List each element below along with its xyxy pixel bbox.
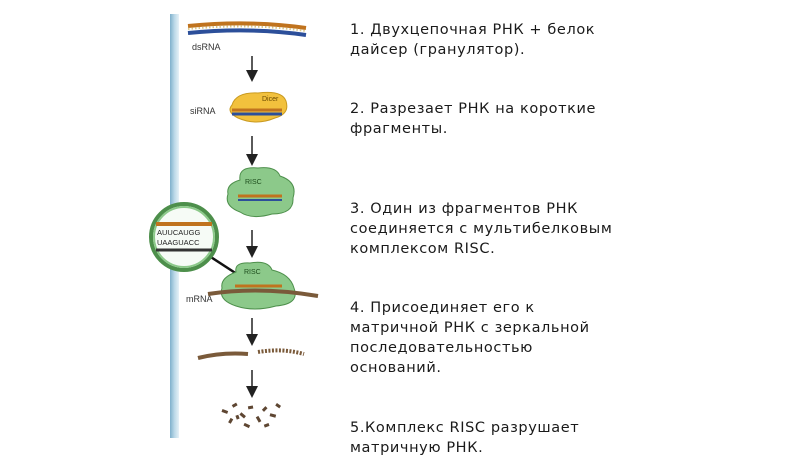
step-3-text: 3. Один из фрагментов РНК соединяется с … bbox=[350, 201, 613, 257]
cleaved-mrna bbox=[197, 348, 305, 360]
step-1-text: 1. Двухцепочная РНК + белок дайсер (гран… bbox=[350, 22, 596, 58]
dsrna-label: dsRNA bbox=[192, 42, 221, 52]
sequence-magnifier bbox=[149, 202, 241, 278]
risc-label-top: RISC bbox=[245, 179, 262, 186]
dsrna-strand bbox=[187, 21, 307, 37]
step-4-text: 4. Присоединяет его к матричной РНК с зе… bbox=[350, 300, 590, 376]
rna-fragments bbox=[221, 402, 282, 429]
sequence-bottom: UAAGUACC bbox=[157, 238, 200, 247]
dicer-complex bbox=[229, 91, 288, 123]
risc-mrna-complex bbox=[207, 261, 319, 310]
dicer-label: Dicer bbox=[262, 96, 279, 103]
mrna-label: mRNA bbox=[186, 294, 213, 304]
sirna-label: siRNA bbox=[190, 106, 216, 116]
sequence-top: AUUCAUGG bbox=[157, 228, 201, 237]
risc-complex bbox=[226, 167, 295, 218]
step-5-text: 5.Комплекс RISC разрушает матричную РНК. bbox=[350, 420, 580, 456]
risc-label-bottom: RISC bbox=[244, 269, 261, 276]
step-2-text: 2. Разрезает РНК на короткие фрагменты. bbox=[350, 101, 597, 137]
